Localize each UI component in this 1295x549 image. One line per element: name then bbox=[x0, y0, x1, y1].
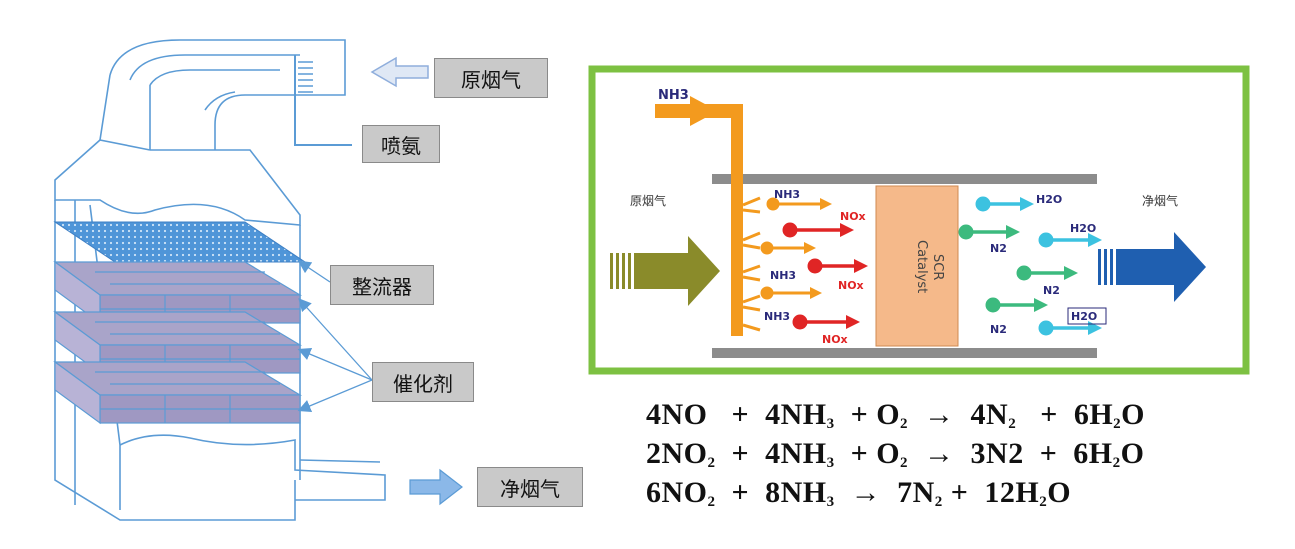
clean-gas-label-box: 净烟气 bbox=[477, 467, 583, 507]
catalyst-layers bbox=[53, 260, 303, 425]
nh3-label-a: NH3 bbox=[774, 188, 800, 201]
h2o-label-b: H2O bbox=[1070, 222, 1096, 235]
nh3-injection-pipe bbox=[655, 96, 761, 336]
nox-molecules bbox=[782, 222, 868, 330]
h2o-label-a: H2O bbox=[1036, 193, 1062, 206]
catalyst-label-scr: SCR bbox=[930, 254, 945, 280]
h2o-label-c-box bbox=[1067, 307, 1107, 325]
clean-gas-label: 净烟气 bbox=[1142, 193, 1178, 208]
raw-gas-label: 原烟气 bbox=[630, 193, 666, 208]
n2-label-a: N2 bbox=[990, 242, 1007, 255]
pointer-lines bbox=[297, 260, 373, 412]
flow-straightener-mesh bbox=[53, 221, 307, 263]
nox-label-a: NOx bbox=[840, 210, 866, 223]
equation-3: 6NO2 + 8NH3 → 7N2 + 12H2O bbox=[646, 476, 1072, 510]
flow-straightener-label-text: 整流器 bbox=[352, 274, 412, 299]
nox-label-c: NOx bbox=[822, 333, 848, 346]
duct-wall-top bbox=[712, 174, 1097, 184]
scr-catalyst-block bbox=[875, 185, 959, 347]
nox-label-b: NOx bbox=[838, 279, 864, 292]
raw-gas-arrow-icon bbox=[610, 236, 720, 306]
nh3-inlet-label: NH3 bbox=[658, 88, 689, 103]
catalyst-label-catalyst: Catalyst bbox=[914, 240, 929, 293]
n2-label-b: N2 bbox=[1043, 284, 1060, 297]
raw-gas-label-text: 原烟气 bbox=[461, 67, 521, 92]
n2-molecules bbox=[958, 224, 1078, 313]
equation-2: 2NO2 + 4NH3 + O2 → 3N2 + 6H2O bbox=[646, 437, 1145, 471]
raw-gas-label-box: 原烟气 bbox=[434, 58, 548, 98]
clean-gas-outlet-arrow-icon bbox=[409, 468, 463, 506]
ammonia-injection-label-text: 喷氨 bbox=[381, 133, 421, 158]
catalyst-label-text: 催化剂 bbox=[393, 371, 453, 396]
clean-gas-arrow-icon bbox=[1098, 232, 1206, 302]
catalyst-label-box: 催化剂 bbox=[372, 362, 474, 402]
nh3-molecules bbox=[760, 197, 832, 300]
raw-gas-inlet-arrow-icon bbox=[370, 56, 429, 88]
duct-wall-bottom bbox=[712, 348, 1097, 358]
flow-straightener-label-box: 整流器 bbox=[330, 265, 434, 305]
equation-1: 4NO + 4NH3 + O2 → 4N2 + 6H2O bbox=[646, 398, 1145, 432]
n2-label-c: N2 bbox=[990, 323, 1007, 336]
nh3-label-c: NH3 bbox=[764, 310, 790, 323]
ammonia-injection-label-box: 喷氨 bbox=[362, 125, 440, 163]
nh3-label-b: NH3 bbox=[770, 269, 796, 282]
clean-gas-label-text: 净烟气 bbox=[500, 476, 560, 501]
h2o-label-c: H2O bbox=[1071, 310, 1097, 323]
